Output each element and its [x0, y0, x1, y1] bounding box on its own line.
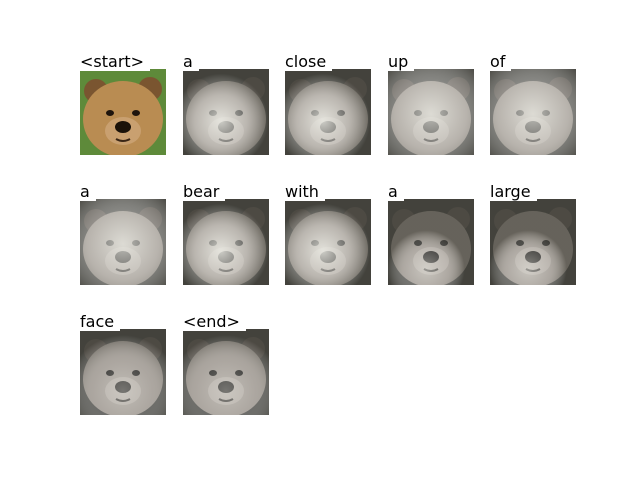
attention-panel: up	[388, 53, 474, 155]
caption-token-label: of	[490, 53, 512, 71]
attention-map-image	[388, 69, 474, 155]
attention-map-image	[183, 329, 269, 415]
bear-photo	[80, 69, 166, 155]
attention-panel: <start>	[80, 53, 166, 155]
attention-panel: a	[388, 183, 474, 285]
attention-panel: face	[80, 313, 166, 415]
caption-token-label: large	[490, 183, 537, 201]
caption-token-label: a	[388, 183, 404, 201]
attention-map-image	[490, 199, 576, 285]
attention-map-image	[285, 199, 371, 285]
caption-token-label: bear	[183, 183, 226, 201]
caption-token-label: <start>	[80, 53, 151, 71]
caption-token-label: up	[388, 53, 415, 71]
attention-map-image	[285, 69, 371, 155]
attention-panel: with	[285, 183, 371, 285]
attention-panel: of	[490, 53, 576, 155]
caption-token-label: a	[80, 183, 96, 201]
attention-panel: large	[490, 183, 576, 285]
attention-panel: bear	[183, 183, 269, 285]
caption-token-label: face	[80, 313, 121, 331]
attention-map-image	[490, 69, 576, 155]
attention-panel: close	[285, 53, 371, 155]
caption-token-label: <end>	[183, 313, 246, 331]
attention-map-image	[80, 199, 166, 285]
caption-token-label: with	[285, 183, 325, 201]
attention-panel: a	[183, 53, 269, 155]
caption-token-label: a	[183, 53, 199, 71]
attention-map-image	[183, 69, 269, 155]
caption-token-label: close	[285, 53, 333, 71]
attention-panel: <end>	[183, 313, 269, 415]
attention-map-image	[80, 329, 166, 415]
attention-map-image	[183, 199, 269, 285]
attention-panel: a	[80, 183, 166, 285]
attention-map-image	[388, 199, 474, 285]
